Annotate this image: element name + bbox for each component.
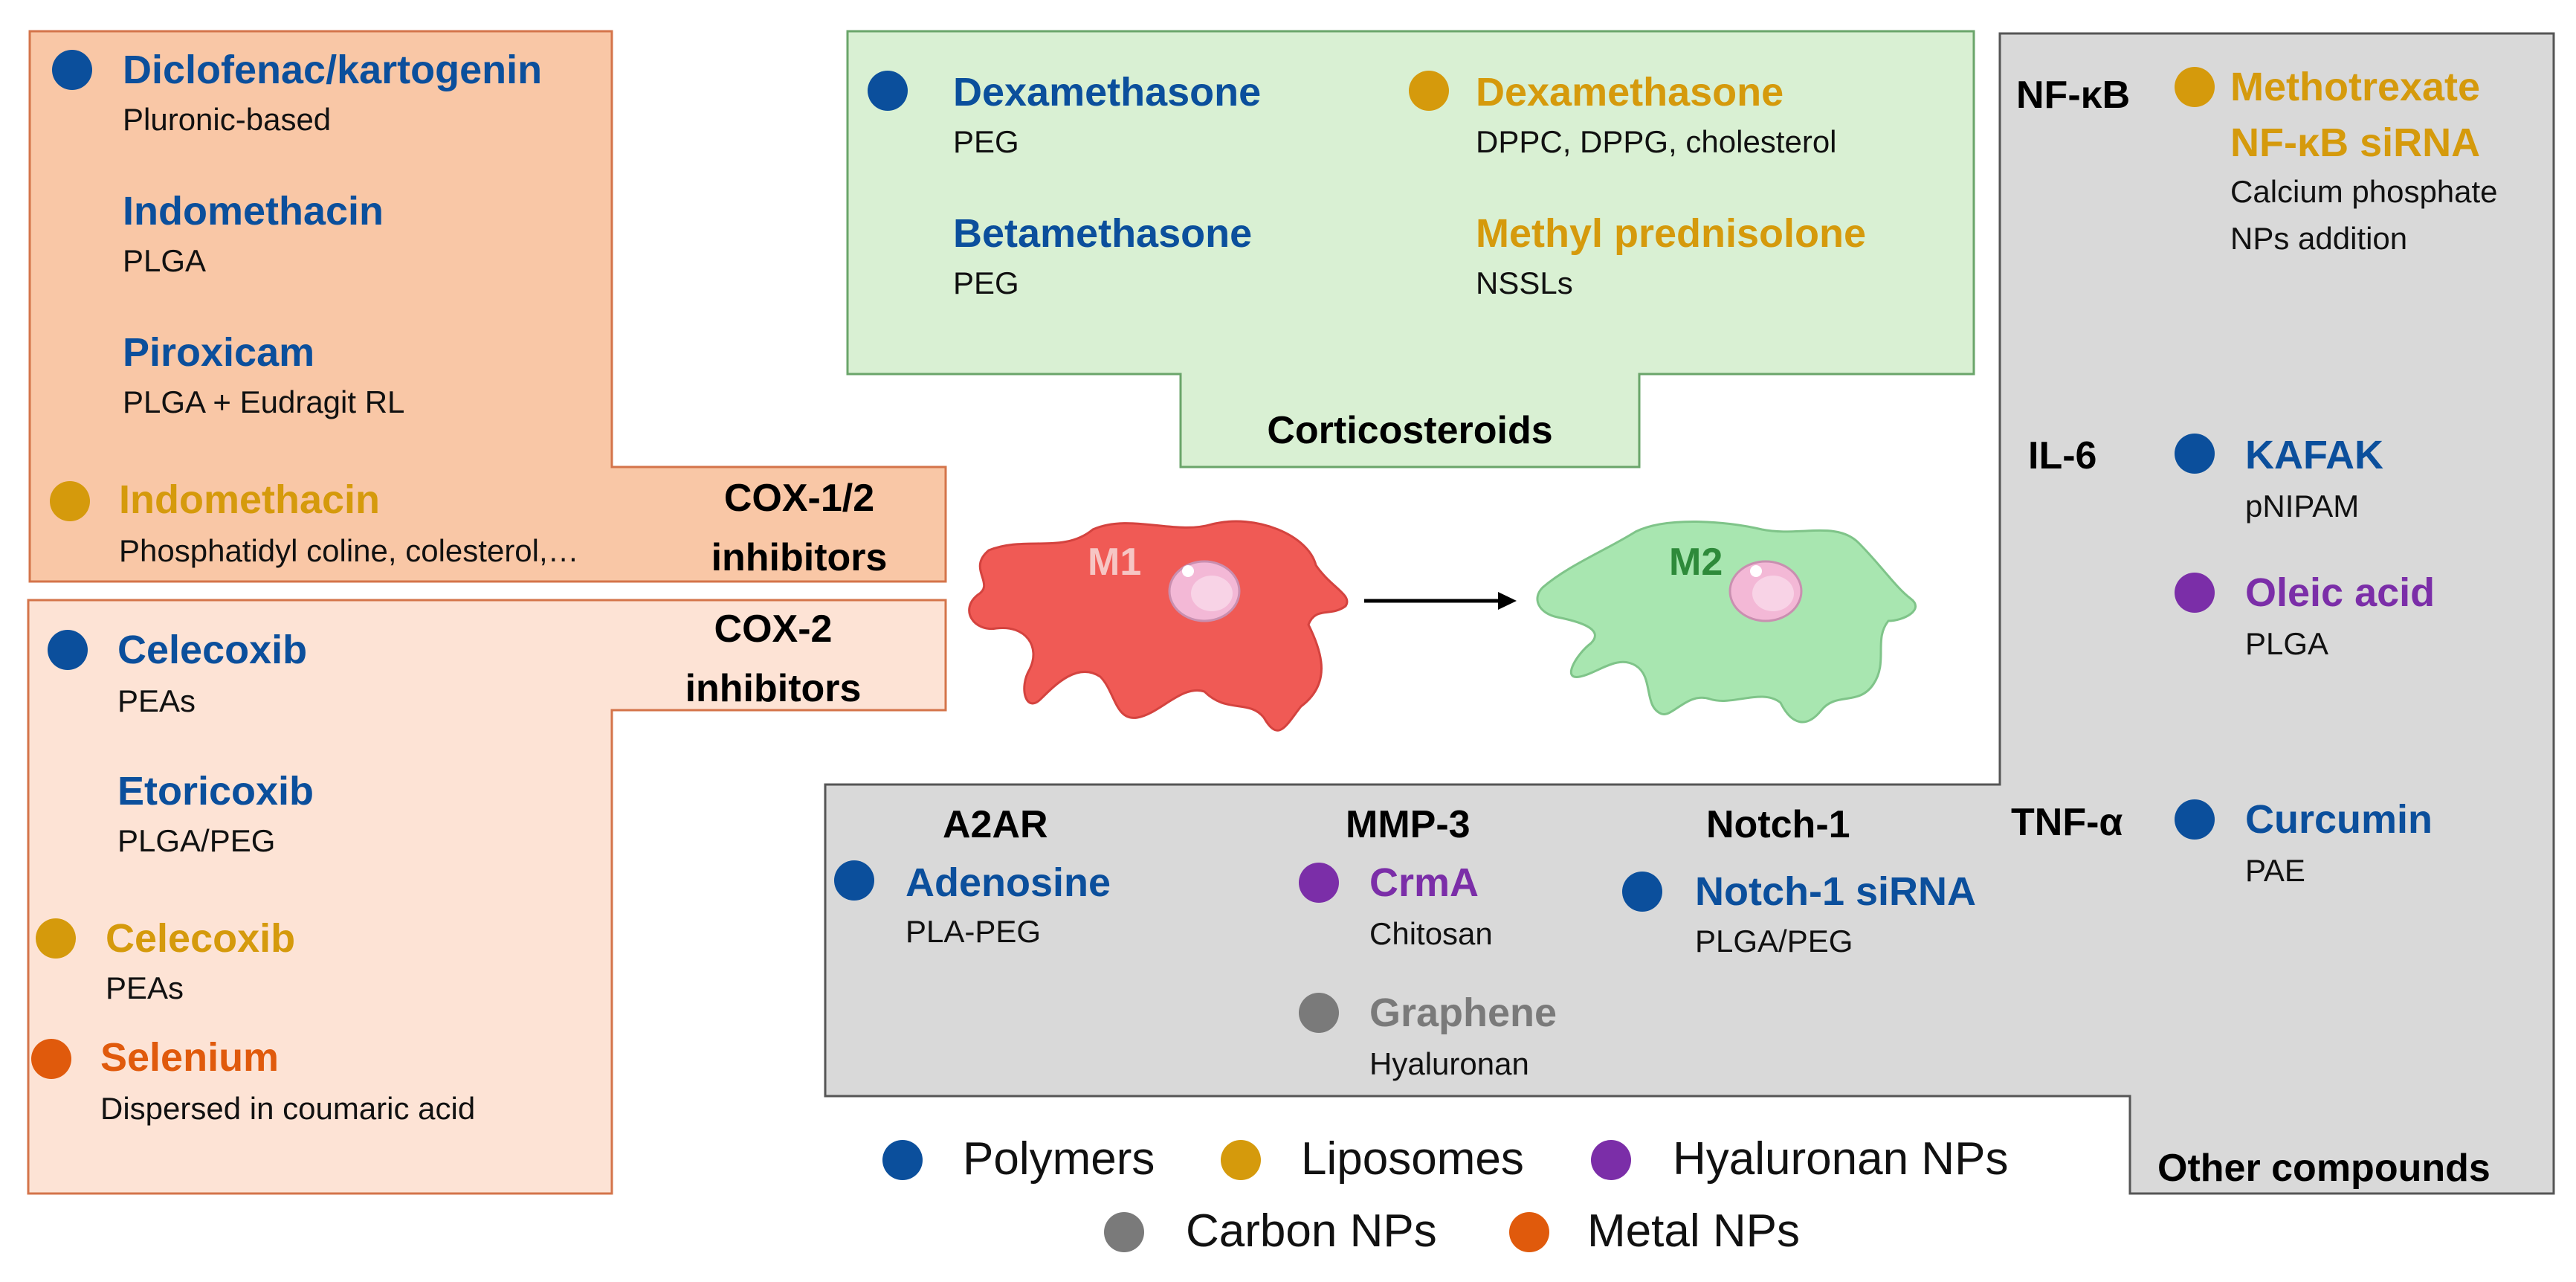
- drug-name: Indomethacin: [123, 189, 384, 233]
- corticosteroids-label: Corticosteroids: [1267, 409, 1553, 452]
- legend-polymers-dot: [882, 1140, 923, 1180]
- carrier-name: Chitosan: [1369, 916, 1493, 951]
- cox2-panel: [27, 599, 947, 1195]
- target-label: NF-κB: [2016, 74, 2131, 117]
- carrier-name: pNIPAM: [2245, 489, 2360, 524]
- carrier-name: PEG: [953, 265, 1019, 300]
- cox12-label: COX-1/2: [723, 477, 875, 520]
- m1-cell-body: [968, 520, 1349, 732]
- carrier-name: PLA-PEG: [906, 914, 1042, 949]
- drug-name: Dexamethasone: [1476, 70, 1784, 115]
- legend-label: Polymers: [963, 1133, 1155, 1185]
- drug-name: Celecoxib: [117, 628, 308, 672]
- carrier-name: PEAs: [117, 683, 196, 718]
- legend-hyaluronan-dot: [1591, 1140, 1631, 1180]
- carrier-name: Phosphatidyl coline, colesterol,…: [119, 533, 579, 568]
- drug-name: NF-κB siRNA: [2230, 120, 2481, 165]
- carbon-nps-dot: [1299, 993, 1339, 1033]
- carrier-name: NSSLs: [1476, 265, 1573, 300]
- carrier-name: PEG: [953, 124, 1019, 159]
- m2-cell-body: [1536, 521, 1917, 724]
- other-compounds-label: Other compounds: [2157, 1147, 2491, 1190]
- drug-name: Betamethasone: [953, 211, 1253, 256]
- carrier-name: PLGA/PEG: [1695, 924, 1853, 959]
- hyaluronan-nps-dot: [1299, 863, 1339, 903]
- metal-nps-dot: [31, 1039, 71, 1079]
- polymers-dot: [2175, 434, 2215, 474]
- target-label: A2AR: [943, 803, 1048, 846]
- m1-cell: [968, 520, 1349, 732]
- drug-name: Adenosine: [906, 860, 1111, 905]
- m1-label: M1: [1088, 541, 1142, 584]
- carrier-name: PLGA/PEG: [117, 823, 276, 858]
- target-label: TNF-α: [2011, 801, 2123, 844]
- liposomes-dot: [36, 918, 76, 959]
- drug-name: Methyl prednisolone: [1476, 211, 1867, 256]
- drug-name: Etoricoxib: [117, 769, 314, 814]
- legend-label: Carbon NPs: [1186, 1205, 1437, 1257]
- liposomes-dot: [50, 481, 90, 521]
- carrier-name: PEAs: [106, 970, 184, 1005]
- polymers-dot: [868, 71, 908, 111]
- m2-cell: [1536, 521, 1917, 724]
- drug-name: Dexamethasone: [953, 70, 1262, 115]
- carrier-name: PLGA + Eudragit RL: [123, 384, 405, 419]
- polymers-dot: [1622, 872, 1662, 912]
- carrier-name: Dispersed in coumaric acid: [100, 1091, 476, 1126]
- legend-label: Liposomes: [1301, 1133, 1524, 1185]
- corticosteroids-panel: [846, 30, 1975, 468]
- m2-label: M2: [1669, 541, 1723, 584]
- carrier-name: PAE: [2245, 853, 2305, 888]
- drug-name: Notch-1 siRNA: [1695, 869, 1977, 914]
- drug-name: CrmA: [1369, 860, 1479, 905]
- carrier-name: PLGA: [2245, 626, 2329, 661]
- carrier-name: DPPC, DPPG, cholesterol: [1476, 124, 1837, 159]
- drug-name: Diclofenac/kartogenin: [123, 48, 543, 92]
- hyaluronan-nps-dot: [2175, 573, 2215, 613]
- drug-name: Selenium: [100, 1035, 280, 1080]
- legend-metal-dot: [1509, 1212, 1549, 1252]
- drug-name: KAFAK: [2245, 433, 2383, 477]
- liposomes-dot: [1409, 71, 1449, 111]
- drug-name: Piroxicam: [123, 330, 315, 375]
- drug-name: Curcumin: [2245, 797, 2433, 842]
- cox2-label: inhibitors: [685, 667, 862, 710]
- polymers-dot: [2175, 799, 2215, 840]
- drug-name: Methotrexate: [2230, 65, 2481, 109]
- legend-label: Hyaluronan NPs: [1673, 1133, 2009, 1185]
- carrier-name: PLGA: [123, 243, 207, 278]
- carrier-name: Calcium phosphate: [2230, 174, 2498, 209]
- drug-name: Celecoxib: [106, 916, 296, 961]
- other-compounds-panel: [824, 32, 2555, 1195]
- drug-name: Graphene: [1369, 991, 1557, 1035]
- liposomes-dot: [2175, 67, 2215, 107]
- drug-name: Indomethacin: [119, 477, 381, 522]
- carrier-name: Hyaluronan: [1369, 1046, 1529, 1081]
- polymers-dot: [48, 630, 88, 670]
- legend-label: Metal NPs: [1587, 1205, 1800, 1257]
- drug-name: Oleic acid: [2245, 570, 2435, 615]
- target-label: IL-6: [2028, 434, 2097, 477]
- carrier-name: NPs addition: [2230, 221, 2408, 256]
- legend-liposomes-dot: [1221, 1140, 1261, 1180]
- polymers-dot: [834, 860, 874, 901]
- polymers-dot: [52, 50, 92, 90]
- target-label: MMP-3: [1346, 803, 1471, 846]
- target-label: Notch-1: [1706, 803, 1850, 846]
- cox2-label: COX-2: [714, 608, 833, 651]
- cox12-label: inhibitors: [711, 536, 888, 579]
- arrow-head: [1498, 592, 1517, 610]
- cox12-panel: [28, 30, 947, 583]
- legend-carbon-dot: [1104, 1212, 1144, 1252]
- carrier-name: Pluronic-based: [123, 102, 332, 137]
